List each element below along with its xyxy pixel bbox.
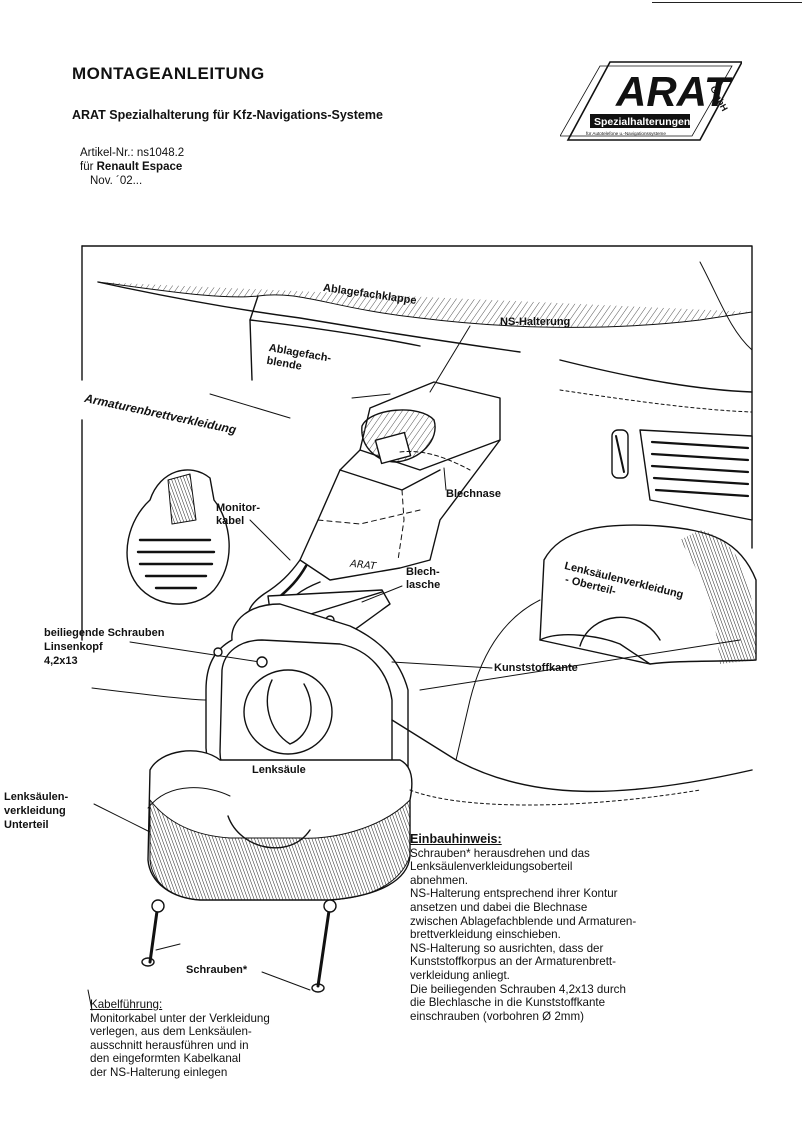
- label-blechlasche-line2: lasche: [406, 579, 441, 591]
- label-unterteil-line2: verkleidung: [4, 805, 66, 817]
- cable-line: verlegen, aus dem Lenksäulen-: [90, 1025, 252, 1039]
- note-line: einschrauben (vorbohren Ø 2mm): [410, 1009, 584, 1023]
- note-line: NS-Halterung so ausrichten, dass der: [410, 941, 604, 955]
- installation-note-heading: Einbauhinweis:: [410, 832, 502, 846]
- cable-line: der NS-Halterung einlegen: [90, 1065, 228, 1079]
- note-line: ansetzen und dabei die Blechnase: [410, 900, 588, 914]
- label-kunststoffkante: Kunststoffkante: [494, 662, 578, 674]
- vehicle-line: für Renault Espace: [80, 160, 184, 174]
- label-schrauben-star: Schrauben*: [186, 964, 248, 976]
- note-line: die Blechlasche in die Kunststoffkante: [410, 996, 606, 1010]
- note-line: Lenksäulenverkleidungsoberteil: [410, 860, 573, 874]
- cable-routing-note: Kabelführung: Monitorkabel unter der Ver…: [90, 998, 330, 1080]
- label-blechlasche-line1: Blech-: [406, 566, 440, 578]
- article-number: Artikel-Nr.: ns1048.2: [80, 147, 185, 159]
- cable-routing-heading: Kabelführung:: [90, 998, 163, 1011]
- label-monitorkabel-line1: Monitor-: [216, 502, 260, 514]
- label-unterteil-line3: Unterteil: [4, 819, 49, 831]
- label-schrauben-line3: 4,2x13: [44, 655, 78, 667]
- label-monitorkabel-line2: kabel: [216, 515, 245, 527]
- document-date: Nov. ´02...: [90, 175, 143, 187]
- cable-line: den eingeformten Kabelkanal: [90, 1052, 241, 1066]
- arat-logo: ARAT GmbH Spezialhalterungen für Autotel…: [560, 61, 742, 141]
- label-blechnase: Blechnase: [446, 488, 502, 500]
- note-line: brettverkleidung einschieben.: [410, 928, 561, 942]
- note-line: Die beiliegenden Schrauben 4,2x13 durch: [410, 982, 626, 996]
- label-lenksaeulenverkleidung-unterteil: Lenksäulen- verkleidung Unterteil: [4, 790, 68, 832]
- note-line: Kunststoffkorpus an der Armaturenbrett-: [410, 955, 617, 969]
- note-line: verkleidung anliegt.: [410, 968, 510, 982]
- note-line: zwischen Ablagefachblende und Armaturen-: [410, 914, 637, 928]
- page-subtitle: ARAT Spezialhalterung für Kfz-Navigation…: [72, 108, 383, 122]
- label-monitorkabel: Monitor- kabel: [216, 502, 260, 528]
- label-lenksaeule: Lenksäule: [252, 764, 306, 776]
- vehicle-name: Renault Espace: [96, 161, 183, 173]
- logo-line2: für Autotelefone u.-Navigationssysteme: [586, 131, 666, 136]
- logo-brand: ARAT: [615, 68, 733, 115]
- note-line: Schrauben* herausdrehen und das: [410, 846, 590, 860]
- vehicle-prefix: für: [80, 161, 94, 173]
- label-schrauben-line2: Linsenkopf: [44, 641, 103, 653]
- installation-note: Einbauhinweis: Schrauben* herausdrehen u…: [410, 832, 710, 1024]
- installation-note-body: Schrauben* herausdrehen und das Lenksäul…: [410, 847, 710, 1024]
- cable-line: Monitorkabel unter der Verkleidung: [90, 1011, 270, 1025]
- logo-line1: Spezialhalterungen: [594, 116, 690, 128]
- cable-line: ausschnitt herausführen und in: [90, 1038, 249, 1052]
- label-unterteil-line1: Lenksäulen-: [4, 791, 69, 803]
- label-blechlasche: Blech- lasche: [406, 566, 440, 592]
- label-beiliegende-schrauben: beiliegende Schrauben Linsenkopf 4,2x13: [44, 626, 164, 668]
- page-title: MONTAGEANLEITUNG: [72, 64, 265, 83]
- label-schrauben-line1: beiliegende Schrauben: [44, 627, 165, 639]
- top-edge-line: [652, 2, 802, 3]
- note-line: NS-Halterung entsprechend ihrer Kontur: [410, 887, 618, 901]
- label-ns-halterung: NS-Halterung: [500, 316, 571, 328]
- article-info: Artikel-Nr.: ns1048.2 für Renault Espace…: [80, 146, 184, 188]
- note-line: abnehmen.: [410, 873, 469, 887]
